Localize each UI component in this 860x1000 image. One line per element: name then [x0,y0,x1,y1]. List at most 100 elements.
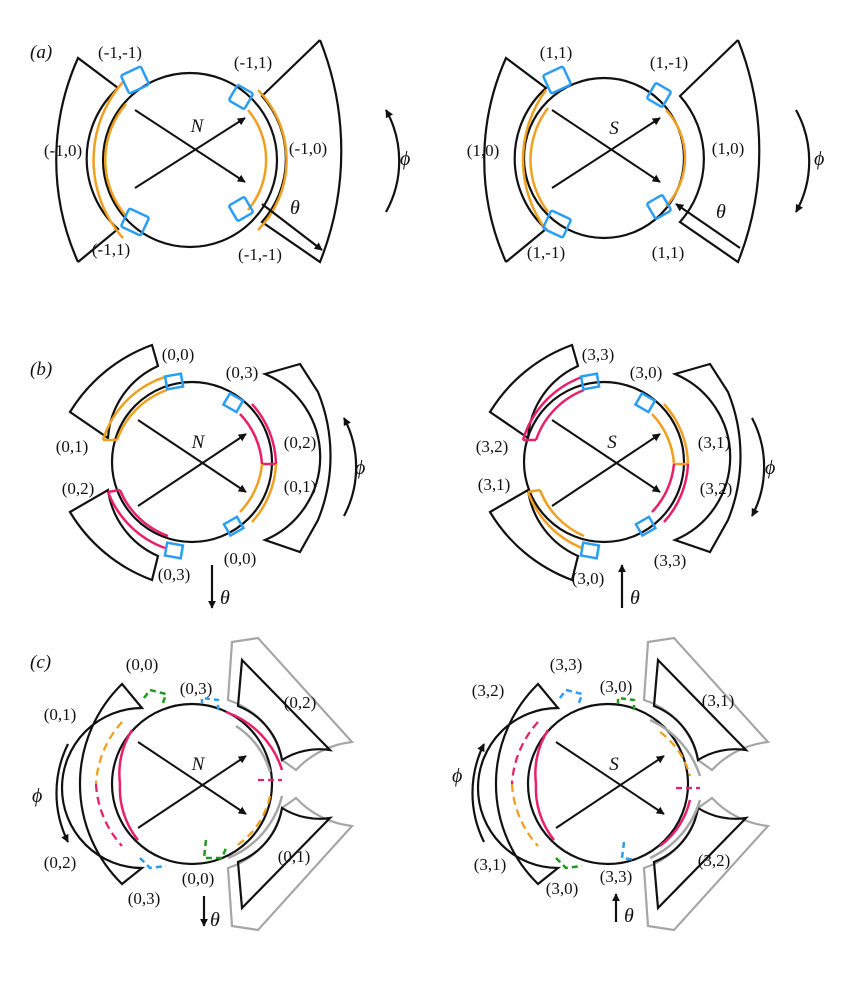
coordinate-label: (0,3) [180,679,213,698]
panel-a-label: (a) [30,42,52,63]
coil-arc-inner-left [529,107,549,213]
coordinate-label: (3,0) [600,677,633,696]
coil-arc-dashed [235,795,272,847]
coil-arc-inner-left [104,103,127,217]
coil-end [527,488,541,494]
coil-arc-dashed [94,783,123,847]
coil-arc [251,463,278,523]
coil-arc [239,413,264,465]
theta-symbol: θ [220,587,230,609]
pole-piece [488,488,580,582]
coordinate-label: (0,2) [284,693,317,712]
junction-dashed [143,688,168,707]
coordinate-label: (3,1) [698,433,731,452]
coil-arc [115,388,168,441]
coordinate-label: (1,-1) [527,243,565,262]
coil-arc-gray [227,795,284,860]
junction-box [579,541,601,560]
cross-arrow [551,433,661,507]
junction-box [634,515,658,538]
junction-box [646,194,672,220]
coil-arc [101,375,166,441]
cross-arrow [137,741,247,815]
pole-center-label: N [191,432,206,453]
junction-box [120,65,150,95]
junction-box [633,391,657,414]
phi-arrow [55,743,69,843]
phi-arrow [385,109,401,213]
phi-arrow [751,417,766,517]
pole-piece [652,657,750,762]
coordinate-label: (0,2) [44,853,77,872]
coil-arc [651,413,676,465]
coil-arc [118,489,169,538]
theta-arrow [261,203,323,251]
coil-arc [659,799,692,848]
phi-arrow [343,417,358,517]
coordinate-label: (3,2) [698,851,731,870]
junction-dashed [200,696,220,712]
coordinate-label: (0,3) [128,889,161,908]
coordinate-label: (1,0) [712,139,745,158]
junction-box [120,207,150,237]
coordinate-label: (0,1) [284,477,317,496]
coil-arc-outer-left [92,81,124,239]
junction-box [163,541,185,560]
coordinate-label: (1,0) [467,141,500,160]
panel-b-left-ring: N θ ϕ (0,0) (0,3) (0,1) (0,2) (0,2) (0,1… [56,343,365,609]
cross-arrow [137,755,247,829]
coordinate-label: (0,2) [62,479,95,498]
cross-arrow [137,419,247,493]
coordinate-label: (0,1) [278,847,311,866]
panel-c: (c) N θ ϕ [30,636,771,932]
coordinate-label: (3,2) [476,437,509,456]
coordinate-label: (-1,-1) [238,245,282,264]
core-circle [526,702,690,866]
coil-arc [663,403,690,465]
coil-arc-gray [235,724,272,773]
pole-center-label: S [609,118,619,139]
pole-center-label: N [191,754,206,775]
panel-b-label: (b) [30,359,52,380]
cross-arrow [551,419,661,493]
coil-arc-dashed [659,731,692,777]
panel-a: (a) N θ ϕ (-1,-1) (-1,1) (-1,0) (-1,0) (… [30,39,824,264]
coordinate-label: (3,0) [546,879,579,898]
pole-piece [68,488,160,582]
phi-arrow [795,109,811,213]
phi-arrow [471,743,485,843]
pole-piece [476,682,562,886]
coil-arc [239,463,264,513]
coil-arc [534,783,555,841]
cross-arrow [134,117,246,189]
coordinate-label: (1,1) [652,243,685,262]
coil-arc-outer-left [521,89,548,231]
cross-arrow [551,109,661,183]
coil-arc [538,489,585,538]
core-circle [522,76,686,240]
coil-arc-gray [649,718,702,777]
junction-box [228,196,254,222]
theta-symbol: θ [630,587,640,609]
coil-arc-dashed [510,783,539,847]
coil-arc-gray [649,799,702,860]
core-circle [110,380,274,544]
coil-arc [526,491,583,550]
pole-piece [671,362,742,554]
phi-symbol: ϕ [452,765,462,787]
pole-center-label: S [609,754,619,775]
coil-arc-inner-right [247,109,268,211]
junction-box [163,372,185,391]
pole-piece-left [55,56,120,263]
coordinate-label: (0,1) [56,437,89,456]
theta-symbol: θ [210,909,220,931]
theta-symbol: θ [716,201,726,223]
coil-arc [534,729,550,785]
coordinate-label: (0,3) [158,565,191,584]
coordinate-label: (0,0) [126,655,159,674]
coordinate-label: (0,3) [226,363,259,382]
coil-arc [651,463,676,513]
coil-arc [225,710,284,771]
cross-arrow [134,109,246,183]
coil-arc [106,491,166,550]
